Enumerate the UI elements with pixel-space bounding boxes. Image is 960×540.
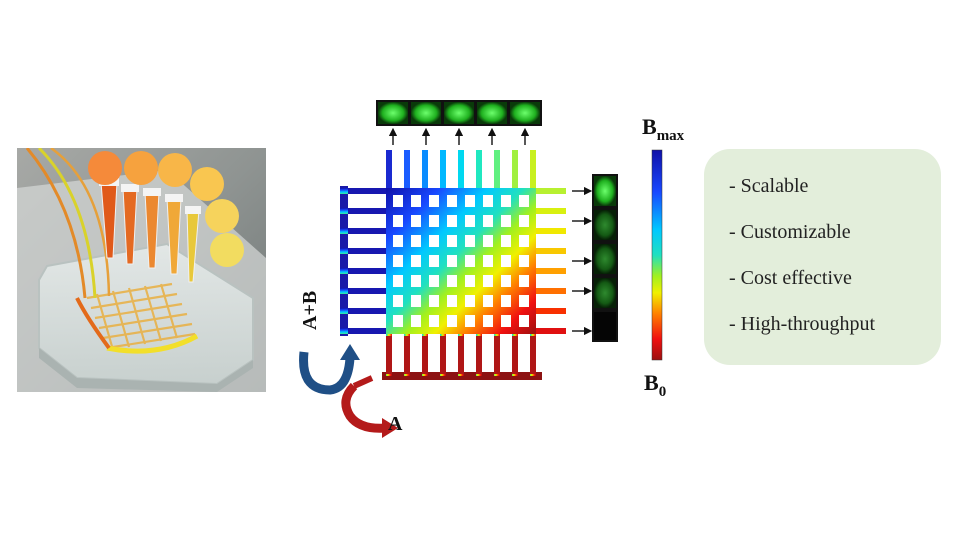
svg-text:Bmax: Bmax: [642, 114, 685, 144]
right-well: [594, 278, 616, 308]
right-output-wells: [592, 174, 618, 342]
inlet-arrow-left: [299, 344, 360, 395]
device-photo: [17, 148, 266, 392]
feature-item: - Cost effective: [729, 267, 852, 289]
colorbar-top-subscript: max: [657, 128, 685, 144]
top-well: [411, 102, 441, 124]
right-well: [594, 210, 616, 240]
right-well: [594, 312, 616, 340]
top-arrows: [388, 127, 530, 145]
top-well: [444, 102, 474, 124]
inlet-arrow-bottom: [341, 375, 398, 438]
right-well: [594, 176, 616, 206]
inlet-label-left: A+B: [299, 291, 321, 330]
feature-item: - High-throughput: [729, 313, 876, 335]
top-well: [510, 102, 540, 124]
gradient-generator-diagram: A+B A Bmax B0: [299, 100, 685, 438]
colorbar-bottom-label: B: [644, 370, 659, 395]
features-panel: - Scalable - Customizable - Cost effecti…: [704, 149, 941, 365]
colorbar-top-label: B: [642, 114, 657, 139]
top-well: [378, 102, 408, 124]
feature-item: - Scalable: [729, 175, 809, 197]
colorbar-bottom-subscript: 0: [659, 384, 667, 400]
feature-item: - Customizable: [729, 221, 851, 243]
right-well: [594, 244, 616, 274]
top-output-wells: [376, 100, 542, 126]
right-arrows: [572, 186, 593, 336]
svg-text:B0: B0: [644, 370, 666, 400]
top-well: [477, 102, 507, 124]
colorbar: [651, 149, 663, 361]
channel-network: [340, 150, 566, 380]
inlet-label-bottom: A: [388, 413, 403, 435]
